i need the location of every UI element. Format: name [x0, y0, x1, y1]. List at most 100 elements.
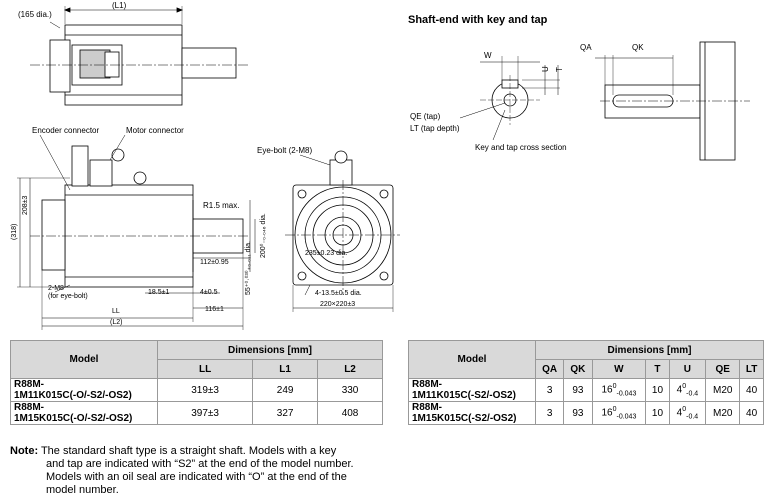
qk-label: QK [632, 43, 644, 52]
u-base: 4 [676, 407, 683, 419]
note-line-4: model number. [46, 484, 119, 496]
w-lower-tol: -0.043 [616, 390, 637, 398]
shaft-end-title: Shaft-end with key and tap [408, 14, 548, 26]
qa-value: 3 [534, 401, 565, 425]
front-view [285, 150, 400, 312]
note-line-2: and tap are indicated with “S2” at the e… [46, 458, 354, 470]
u-lower-tol: -0.4 [686, 390, 699, 398]
model-prefix: R88M- [14, 379, 45, 390]
model-cell: R88M-1M15K015C(-O/-S2/-OS2) [10, 401, 158, 425]
holes-label: 4-13.5±0.5 dia. [315, 290, 362, 297]
w-base: 16 [601, 384, 613, 396]
h318-label: (318) [11, 224, 18, 240]
col-lt: LT [739, 359, 764, 379]
w-lower-tol: -0.043 [616, 413, 637, 421]
dimensions-header: Dimensions [mm] [535, 340, 764, 360]
l2-value: 330 [317, 378, 383, 402]
eyebolt-label: Eye-bolt (2-M8) [257, 146, 312, 155]
w-upper-tol: 0 [612, 405, 617, 413]
col-t: T [645, 359, 670, 379]
qe-value: M20 [705, 401, 741, 425]
model-prefix: R88M- [412, 379, 443, 390]
t-value: 10 [645, 401, 670, 425]
w-upper-tol: 0 [612, 382, 617, 390]
col-qa: QA [534, 359, 565, 379]
shaft-end-view [459, 41, 750, 161]
note-line-3: Models with an oil seal are indicated wi… [46, 471, 347, 483]
top-view [30, 6, 250, 106]
model-cell: R88M-1M11K015C(-S2/-OS2) [408, 378, 536, 402]
u-label: U [541, 66, 550, 72]
qa-value: 3 [534, 378, 565, 402]
table-row: R88M-1M11K015C(-O/-S2/-OS2) 319±3 249 33… [10, 378, 383, 402]
w-base: 16 [601, 407, 613, 419]
d4-label: 4±0.5 [200, 289, 218, 296]
col-qe: QE [705, 359, 741, 379]
model-prefix: R88M- [412, 402, 443, 413]
col-ll: LL [156, 359, 254, 379]
col-l1: L1 [252, 359, 319, 379]
l1-value: 249 [252, 378, 319, 402]
l1-label: (L1) [112, 1, 127, 10]
ll-value: 397±3 [156, 401, 254, 425]
model-header: Model [10, 340, 158, 379]
d112-label: 112±0.95 [200, 259, 229, 266]
dia55-label: 55⁺⁰·⁰³⁰₊₀.₀₁₁ dia. [244, 241, 252, 295]
lt-value: 40 [739, 401, 764, 425]
model-suffix: 1M11K015C(-S2/-OS2) [412, 390, 516, 401]
m8-label: 2-M8 [48, 285, 64, 292]
col-u: U [668, 359, 707, 379]
qk-value: 93 [563, 378, 593, 402]
d185-label: 18.5±1 [148, 289, 169, 296]
side-view [17, 134, 256, 330]
l1-value: 327 [252, 401, 319, 425]
h208-label: 208±3 [22, 195, 29, 215]
qa-label: QA [580, 43, 592, 52]
d116-label: 116±1 [205, 306, 224, 313]
m8-eyebolt-label: (for eye-bolt) [48, 293, 88, 300]
l2-value: 408 [317, 401, 383, 425]
u-value: 40-0.4 [668, 401, 707, 425]
w-value: 160-0.043 [591, 378, 647, 402]
note-label: Note: [10, 445, 39, 457]
d235-label: 235±0.23 dia. [305, 250, 347, 257]
w-label: W [484, 51, 492, 60]
ll-label: LL [112, 308, 120, 315]
model-prefix: R88M- [14, 402, 45, 413]
r15-label: R1.5 max. [203, 201, 239, 210]
col-l2: L2 [317, 359, 383, 379]
t-value: 10 [645, 378, 670, 402]
col-qk: QK [563, 359, 593, 379]
qe-value: M20 [705, 378, 741, 402]
model-cell: R88M-1M11K015C(-O/-S2/-OS2) [10, 378, 158, 402]
model-suffix: 1M15K015C(-S2/-OS2) [412, 413, 517, 424]
sq220-label: 220×220±3 [320, 301, 355, 308]
u-upper-tol: 0 [682, 405, 687, 413]
encoder-connector-label: Encoder connector [32, 126, 99, 135]
cross-section-label: Key and tap cross section [475, 143, 567, 152]
note: Note: The standard shaft type is a strai… [10, 445, 390, 497]
motor-connector-label: Motor connector [126, 126, 184, 135]
model-suffix: 1M15K015C(-O/-S2/-OS2) [14, 413, 133, 424]
col-w: W [591, 359, 647, 379]
u-base: 4 [676, 384, 683, 396]
dia200-label: 200⁰₋₀.₀₄₆ dia. [259, 213, 267, 258]
dimensions-table-1: Model Dimensions [mm] LL L1 L2 R88M-1M11… [10, 340, 383, 425]
table-row: R88M-1M15K015C(-S2/-OS2) 3 93 160-0.043 … [408, 401, 764, 425]
w-value: 160-0.043 [591, 401, 647, 425]
model-cell: R88M-1M15K015C(-S2/-OS2) [408, 401, 536, 425]
table-row: R88M-1M15K015C(-O/-S2/-OS2) 397±3 327 40… [10, 401, 383, 425]
lt-value: 40 [739, 378, 764, 402]
l2-label: (L2) [110, 319, 122, 326]
u-lower-tol: -0.4 [686, 413, 699, 421]
u-upper-tol: 0 [682, 382, 687, 390]
lt-label: LT (tap depth) [410, 124, 460, 133]
note-line-1: The standard shaft type is a straight sh… [38, 445, 337, 457]
t-label: T [555, 67, 564, 72]
dimensions-table-2: Model Dimensions [mm] QA QK W T U QE LT … [408, 340, 764, 425]
u-value: 40-0.4 [668, 378, 707, 402]
ll-value: 319±3 [156, 378, 254, 402]
dimensions-header: Dimensions [mm] [157, 340, 383, 360]
model-suffix: 1M11K015C(-O/-S2/-OS2) [14, 390, 132, 401]
